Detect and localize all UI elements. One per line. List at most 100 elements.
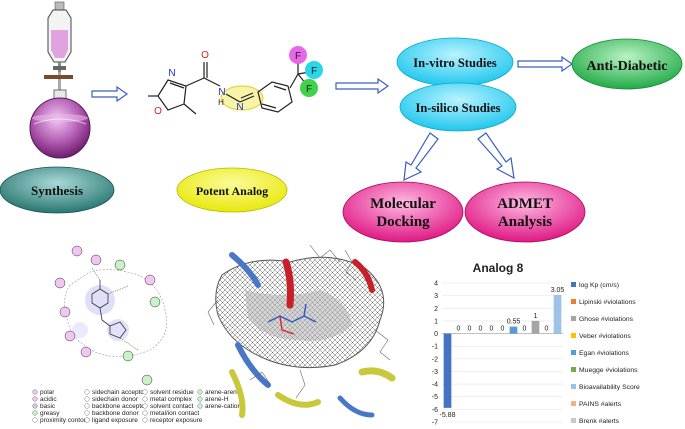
docking-label-line1: Molecular <box>370 196 436 212</box>
chart-legend-item: Bioavailability Score <box>579 384 640 391</box>
y-tick-label: 3 <box>434 293 438 300</box>
y-tick-label: -3 <box>432 369 438 376</box>
bar-value-label: 0 <box>468 326 472 333</box>
ligand-interaction-diagram <box>54 245 167 386</box>
chart-legend-swatch <box>571 299 576 304</box>
atom-n2: N <box>218 87 225 98</box>
chart-legend-swatch <box>571 384 576 389</box>
interaction-legend-item: basic <box>40 403 56 410</box>
synthesis-node: Synthesis <box>0 166 115 214</box>
bar <box>443 333 452 408</box>
atom-f2: F <box>311 66 317 77</box>
chart-legend-swatch <box>571 401 576 406</box>
chart-legend-item: Muegge #violations <box>579 367 638 374</box>
bar <box>509 326 518 334</box>
atom-n3: N <box>236 102 243 113</box>
interaction-legend-item: polar <box>40 389 55 396</box>
fluorine-atoms <box>289 46 323 97</box>
potent-analog-label: Potent Analog <box>196 184 268 198</box>
interaction-legend-item: greasy <box>40 410 60 417</box>
legend-swatch-16 <box>197 396 203 402</box>
chart-legend-item: Egan #violations <box>579 350 629 357</box>
interaction-legend-item: proximity contour <box>40 417 90 424</box>
legend-swatch-15 <box>197 389 203 395</box>
arrow-invitro-to-antidiabetic <box>517 55 574 73</box>
interaction-legend-item: backbone acceptor <box>92 403 148 410</box>
atom-n1: N <box>168 68 175 79</box>
chart-legend-swatch <box>571 333 576 338</box>
chart-legend-item: Lipinski #violations <box>579 299 636 306</box>
bar-value-label: 0 <box>523 326 527 333</box>
legend-swatch-3 <box>32 410 38 416</box>
in-vitro-node: In-vitro Studies <box>396 37 514 87</box>
legend-swatch-13 <box>142 410 148 416</box>
bar-value-label: 0 <box>501 326 505 333</box>
legend-swatch-1 <box>32 396 38 402</box>
chart-legend-item: log Kp (cm/s) <box>579 282 619 289</box>
arrow-synthesis-to-analog <box>91 85 129 103</box>
synthesis-label: Synthesis <box>31 183 83 198</box>
bar-value-label: 3.05 <box>551 287 565 294</box>
atom-h: H <box>218 98 224 107</box>
y-tick-label: 0 <box>434 331 438 338</box>
interaction-legend-item: arene-arene <box>205 389 241 396</box>
anti-diabetic-node: Anti-Diabetic <box>571 38 683 90</box>
gridlines <box>442 282 563 423</box>
in-silico-label: In-silico Studies <box>415 101 500 115</box>
legend-swatch-7 <box>84 403 90 409</box>
legend-swatch-14 <box>142 417 148 423</box>
y-tick-label: -5 <box>432 394 438 401</box>
interaction-legend-item: metal complex <box>150 396 193 403</box>
legend-swatch-6 <box>84 396 90 402</box>
atom-o1: O <box>154 106 162 117</box>
y-tick-label: 4 <box>434 281 438 288</box>
atom-o2: O <box>201 50 209 61</box>
in-vitro-label: In-vitro Studies <box>413 56 497 70</box>
legend-swatch-10 <box>142 389 148 395</box>
legend-swatch-0 <box>32 389 38 395</box>
legend-swatch-12 <box>142 403 148 409</box>
y-tick-label: -2 <box>432 356 438 363</box>
chart-legend-swatch <box>571 350 576 355</box>
chart-title: Analog 8 <box>473 261 524 275</box>
analog-molecule-structure <box>148 60 311 115</box>
legend-swatch-9 <box>84 417 90 423</box>
chart-legend-item: Brenk #alerts <box>579 418 620 425</box>
bar-value-label: 0 <box>457 326 461 333</box>
molecular-docking-node: Molecular Docking <box>342 181 464 243</box>
potent-analog-node: Potent Analog <box>176 167 288 213</box>
y-tick-label: -4 <box>432 382 438 389</box>
round-bottom-flask-icon <box>29 97 91 159</box>
arrow-analog-to-studies <box>335 77 390 95</box>
admet-analysis-node: ADMET Analysis <box>464 181 586 243</box>
interaction-legend-item: solvent residue <box>150 389 194 396</box>
admet-label-line1: ADMET <box>497 196 553 212</box>
chart-legend-swatch <box>571 367 576 372</box>
bar-value-label: 1 <box>534 313 538 320</box>
chart-legend-item: Ghose #violations <box>579 316 634 323</box>
legend-swatch-17 <box>197 403 203 409</box>
interaction-legend-item: metal/ion contact <box>150 410 199 417</box>
bar <box>553 295 562 334</box>
legend-swatch-5 <box>84 389 90 395</box>
y-tick-label: -1 <box>432 344 438 351</box>
y-tick-label: 1 <box>434 318 438 325</box>
interaction-legend-item: receptor exposure <box>150 417 203 424</box>
y-tick-label: -6 <box>432 407 438 414</box>
docking-3d-image <box>207 244 396 418</box>
bar-value-label: 0 <box>545 326 549 333</box>
interaction-legend-item: arene-cation <box>205 403 242 410</box>
legend-swatch-8 <box>84 410 90 416</box>
anti-diabetic-label: Anti-Diabetic <box>587 59 668 74</box>
chart-legend-item: Veber #violations <box>579 333 631 340</box>
atom-f1: F <box>295 51 301 62</box>
y-tick-label: 2 <box>434 306 438 313</box>
in-silico-node: In-silico Studies <box>399 82 517 132</box>
bar-value-label: -5.88 <box>440 412 456 419</box>
legend-swatch-11 <box>142 396 148 402</box>
bar-value-label: 0 <box>479 326 483 333</box>
